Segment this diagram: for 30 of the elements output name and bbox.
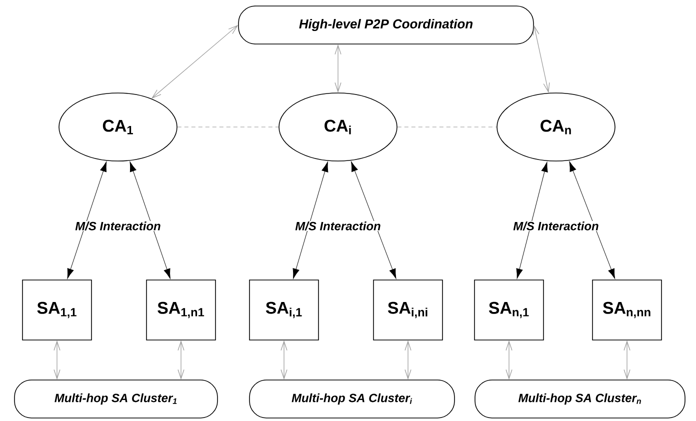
arrow <box>351 161 396 279</box>
agent-box: SA$_{i,1}$ <box>249 280 319 340</box>
dashed-line <box>397 126 497 128</box>
cluster-box: Multi-hop SA Cluster$_{n}$ <box>474 380 686 418</box>
agent-box: SA$_{n,1}$ <box>474 280 544 340</box>
interaction-label: M/S Interaction <box>512 221 600 231</box>
arrow <box>506 340 512 380</box>
interaction-label: M/S Interaction <box>74 221 162 231</box>
arrow <box>280 340 288 380</box>
arrow <box>54 340 60 380</box>
agent-box: SA$_{n,nn}$ <box>592 280 662 340</box>
arrow <box>404 340 412 380</box>
dashed-line <box>177 126 279 128</box>
arrow <box>292 162 328 279</box>
arrow <box>624 340 630 380</box>
agent-box: SA$_{1,1}$ <box>22 280 92 340</box>
arrow <box>569 161 616 279</box>
coordination-box: High-level P2P Coordination <box>238 6 534 44</box>
arrow <box>151 25 238 99</box>
agent-box: SA$_{i,ni}$ <box>373 280 443 340</box>
arrow <box>532 25 550 93</box>
interaction-label: M/S Interaction <box>294 221 382 231</box>
cluster-box: Multi-hop SA Cluster$_{1}$ <box>14 380 218 418</box>
arrow <box>334 44 342 93</box>
cluster-box: Multi-hop SA Cluster$_{i}$ <box>249 380 455 418</box>
arrow <box>516 162 548 279</box>
arrow <box>178 340 184 380</box>
agent-box: SA$_{1,n1}$ <box>146 280 216 340</box>
arrow <box>67 162 107 279</box>
arrow <box>130 162 170 279</box>
